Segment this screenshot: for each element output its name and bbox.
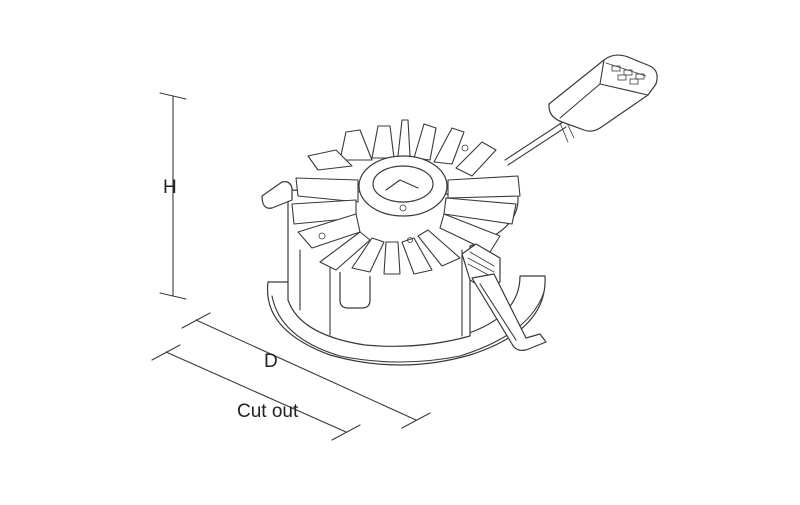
led-driver-box xyxy=(548,54,658,132)
cutout-label: Cut out xyxy=(237,401,299,422)
driver-cable xyxy=(504,120,575,166)
mounting-tab-left xyxy=(261,181,293,209)
depth-dimension xyxy=(181,312,431,429)
spring-clip xyxy=(461,243,547,351)
cutout-dimension xyxy=(151,344,361,441)
depth-label: D xyxy=(264,351,278,372)
height-dimension xyxy=(159,92,187,300)
heat-sink xyxy=(291,119,521,275)
height-label: H xyxy=(163,177,177,198)
